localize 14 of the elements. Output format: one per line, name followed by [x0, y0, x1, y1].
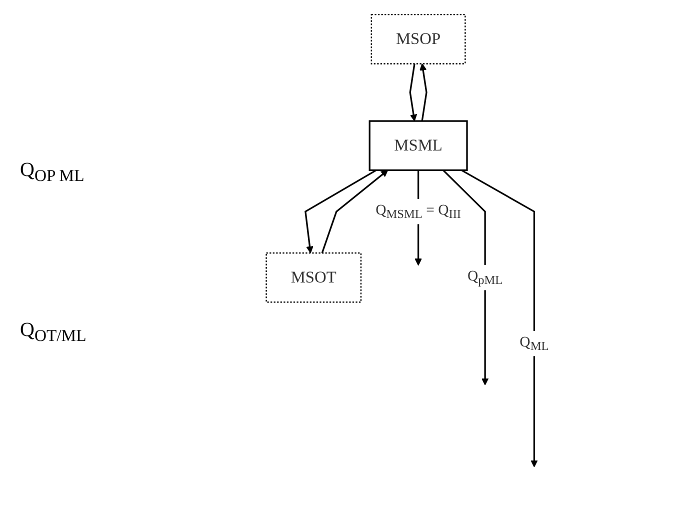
process-box: MSOP: [371, 13, 466, 64]
process-box: MSML: [369, 120, 468, 170]
edge-label: Q$_{ML}$: [520, 332, 550, 353]
edge-label: Q$_{pML}$: [468, 266, 504, 287]
process-box: MSOT: [266, 252, 362, 302]
arrow: [443, 169, 490, 385]
edge-label: Q$_{MSML}$ = Q$_{III}$: [376, 200, 462, 221]
arrow: [410, 63, 418, 121]
arrow: [420, 62, 428, 121]
arrow: [462, 168, 538, 467]
arrow: [305, 168, 378, 253]
arrow: [322, 169, 389, 253]
flow-label: Q$_{OT/ML}$: [20, 319, 88, 346]
flow-label: Q$_{OP ML}$: [20, 159, 86, 186]
